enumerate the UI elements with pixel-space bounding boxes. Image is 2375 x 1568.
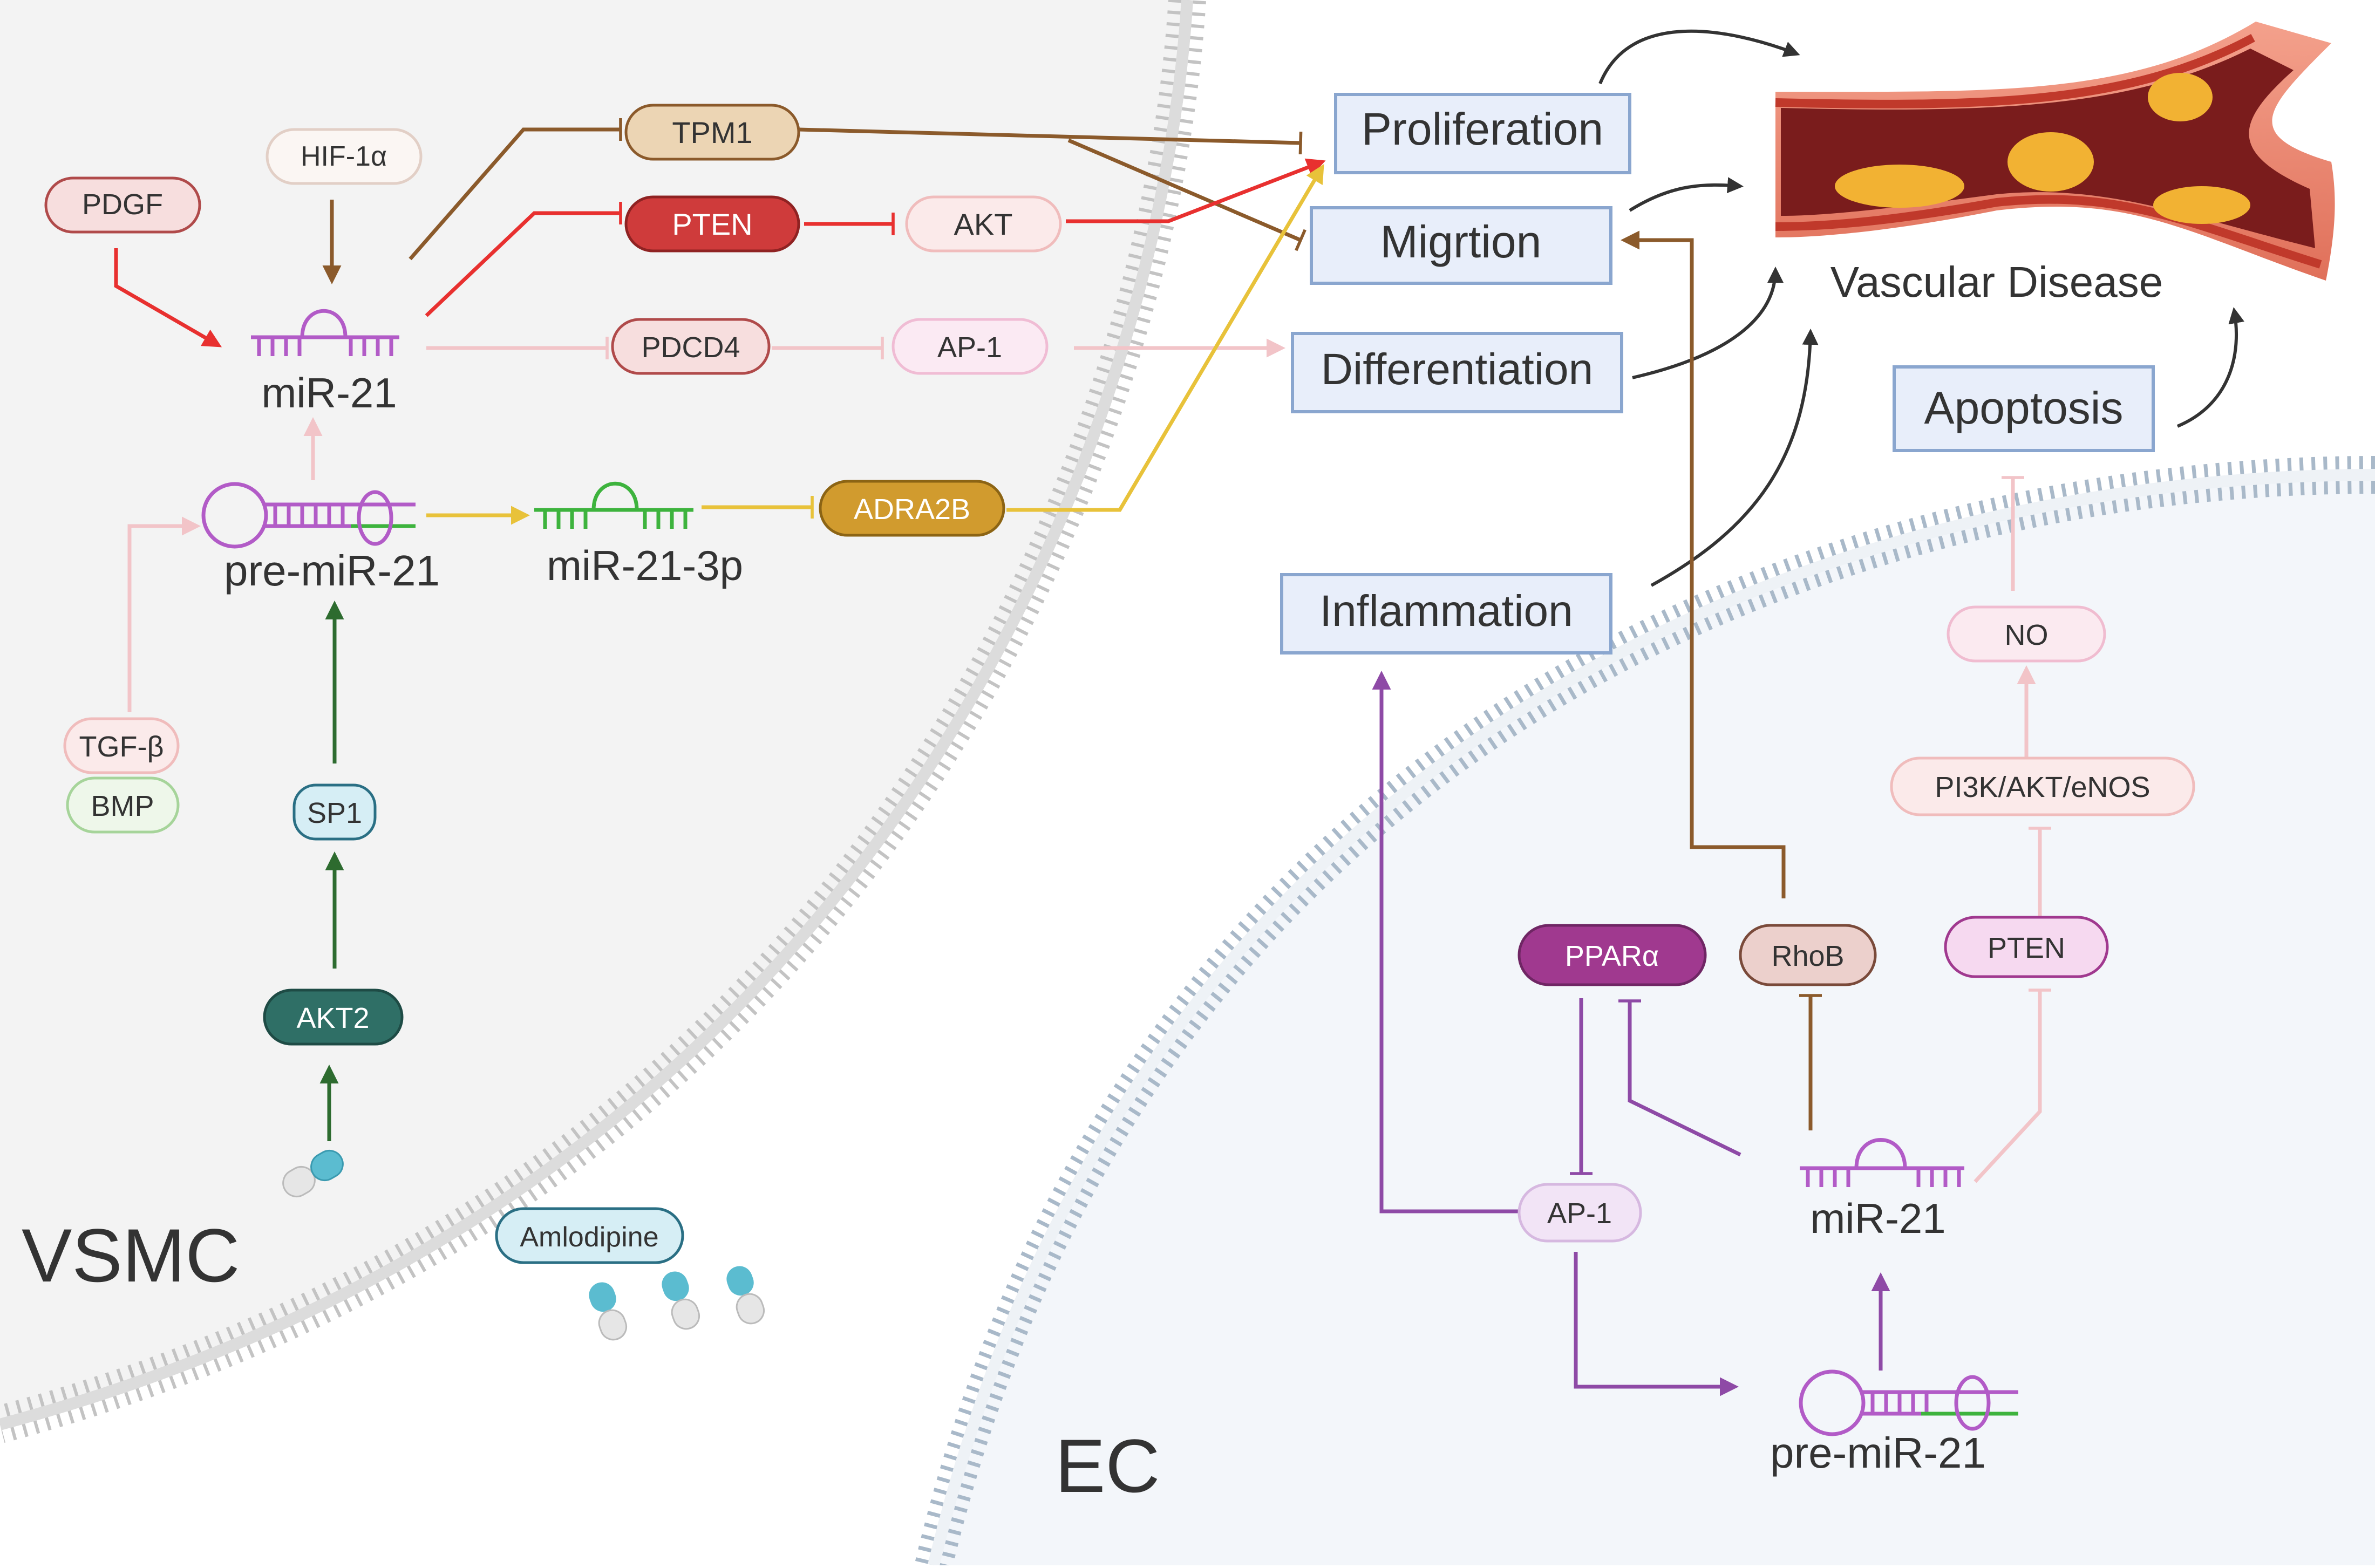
mir21-3p-glyph <box>534 481 693 529</box>
node-pten-vsmc-label: PTEN <box>672 207 752 241</box>
tpm1-migration <box>1067 138 1306 251</box>
mir21-ppara <box>1618 999 1741 1157</box>
node-amlodipine: Amlodipine <box>495 1207 684 1264</box>
plaque <box>1835 165 1964 208</box>
node-ap1-ec: AP-1 <box>1517 1183 1642 1243</box>
box-apoptosis: Apoptosis <box>1893 365 2155 452</box>
connectors-vsmc <box>114 118 1326 1141</box>
premir21-glyph-ec <box>1799 1369 2018 1436</box>
node-pten-ec: PTEN <box>1944 916 2109 978</box>
node-rhob: RhoB <box>1739 924 1877 986</box>
tgfb-premir <box>127 516 201 712</box>
pdgf-mir21 <box>114 248 222 347</box>
node-pdcd4: PDCD4 <box>611 318 771 375</box>
mir21-3p-label: miR-21-3p <box>547 542 743 589</box>
ec-cell <box>915 456 2375 1568</box>
box-apoptosis-label: Apoptosis <box>1924 383 2124 433</box>
mir21-ec-label: miR-21 <box>1810 1195 1945 1242</box>
node-akt2-label: AKT2 <box>296 1002 369 1034</box>
node-bmp-label: BMP <box>91 790 154 822</box>
box-proliferation: Proliferation <box>1334 93 1631 174</box>
node-pdcd4-label: PDCD4 <box>641 331 740 364</box>
node-amlodipine-label: Amlodipine <box>520 1222 658 1253</box>
node-pdgf-label: PDGF <box>82 188 163 221</box>
box-differentiation: Differentiation <box>1291 332 1623 413</box>
box-migration-label: Migrtion <box>1380 216 1542 267</box>
rhob-migration <box>1621 230 1786 898</box>
box-differentiation-label: Differentiation <box>1321 345 1593 394</box>
box-migration: Migrtion <box>1310 206 1612 285</box>
node-tgfb: TGF-β <box>63 717 180 774</box>
akt-proliferation <box>1066 158 1326 223</box>
node-no-label: NO <box>2005 619 2049 651</box>
premir21-ec-label: pre-miR-21 <box>1770 1429 1986 1477</box>
node-adra2b-label: ADRA2B <box>854 493 970 526</box>
capsule-icon <box>662 1271 700 1330</box>
plaque <box>2007 132 2094 192</box>
capsule-icon <box>726 1266 765 1325</box>
capsule-icon <box>589 1282 628 1341</box>
node-adra2b: ADRA2B <box>819 480 1005 537</box>
capsule-icon <box>282 1150 344 1197</box>
pten-link <box>425 202 622 317</box>
mir21-vsmc-label: miR-21 <box>261 369 397 417</box>
ec-cell-label: EC <box>1055 1423 1160 1508</box>
adra2b-proliferation <box>1006 163 1324 512</box>
ap1-premir <box>1574 1252 1739 1396</box>
node-no: NO <box>1947 605 2106 663</box>
connectors-ec <box>1372 230 2051 1396</box>
node-pi3k-label: PI3K/AKT/eNOS <box>1935 771 2150 803</box>
node-ppara-label: PPARα <box>1565 940 1659 972</box>
node-tpm1-label: TPM1 <box>672 115 752 149</box>
mir21-pten-ec <box>1974 988 2051 1183</box>
node-tpm1: TPM1 <box>624 104 800 161</box>
node-sp1-label: SP1 <box>307 797 362 829</box>
node-sp1: SP1 <box>292 783 377 841</box>
node-tgfb-label: TGF-β <box>79 731 164 763</box>
node-rhob-label: RhoB <box>1771 940 1844 972</box>
premir21-vsmc-label: pre-miR-21 <box>224 547 440 595</box>
node-akt2: AKT2 <box>263 988 404 1046</box>
node-ap1-vsmc: AP-1 <box>892 318 1049 375</box>
mir21-glyph-vsmc <box>251 309 399 356</box>
tpm1-link <box>409 118 622 261</box>
node-pten-ec-label: PTEN <box>1988 932 2065 964</box>
node-akt-label: AKT <box>954 207 1013 241</box>
box-inflammation-label: Inflammation <box>1319 587 1573 636</box>
vessel-illustration <box>1775 22 2335 281</box>
plaque <box>2153 186 2250 224</box>
vascular-disease-label: Vascular Disease <box>1830 258 2163 306</box>
node-ppara: PPARα <box>1517 924 1707 986</box>
node-ap1-vsmc-label: AP-1 <box>937 331 1002 364</box>
box-proliferation-label: Proliferation <box>1362 104 1603 154</box>
box-inflammation: Inflammation <box>1280 573 1612 655</box>
premir21-glyph-vsmc <box>201 482 416 549</box>
node-bmp: BMP <box>66 776 180 834</box>
node-pten-vsmc: PTEN <box>624 195 800 253</box>
node-ap1-ec-label: AP-1 <box>1547 1197 1612 1230</box>
mir21-glyph-ec <box>1800 1138 1964 1187</box>
node-hif-label: HIF-1α <box>301 141 387 172</box>
node-pdgf: PDGF <box>44 176 201 234</box>
vsmc-cell-label: VSMC <box>22 1213 240 1298</box>
tpm1-proliferation <box>798 127 1303 155</box>
ap1-inflammation <box>1372 671 1519 1214</box>
node-pi3k: PI3K/AKT/eNOS <box>1890 756 2195 816</box>
node-hif: HIF-1α <box>266 128 423 185</box>
plaque <box>2148 73 2213 121</box>
node-akt: AKT <box>905 195 1062 253</box>
